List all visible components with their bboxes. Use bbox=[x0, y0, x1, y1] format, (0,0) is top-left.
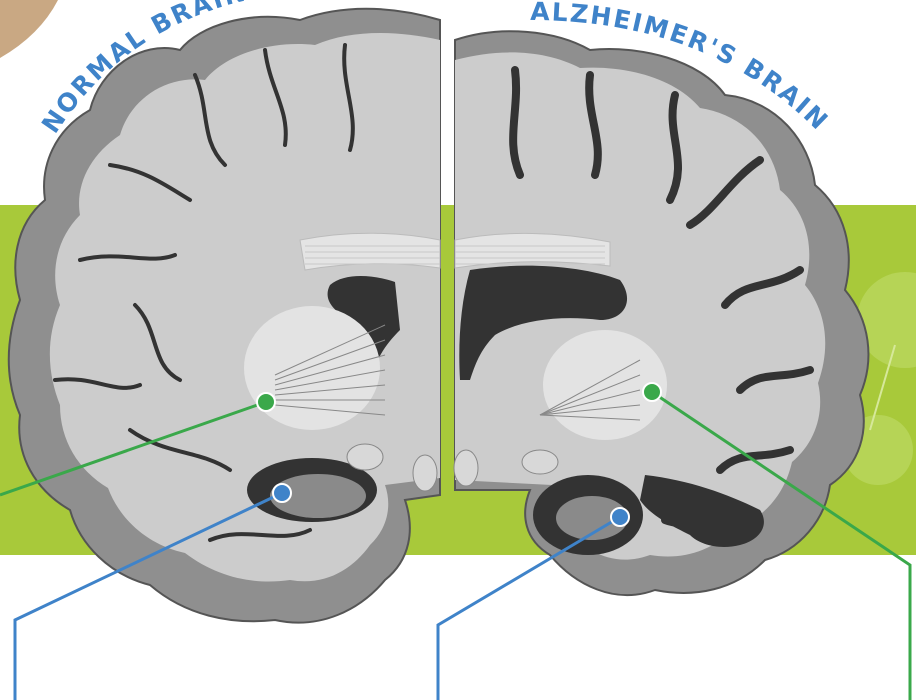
normal-basal-ganglia-marker bbox=[257, 393, 275, 411]
corner-decoration bbox=[0, 0, 58, 58]
normal-hippocampus-marker bbox=[273, 484, 291, 502]
alzheimers-small-nucleus bbox=[522, 450, 558, 474]
normal-small-nucleus bbox=[413, 455, 437, 491]
alzheimers-basal-ganglia-marker bbox=[643, 383, 661, 401]
alzheimers-small-nucleus bbox=[454, 450, 478, 486]
normal-small-nucleus bbox=[347, 444, 383, 470]
alzheimers-hippocampus-marker bbox=[611, 508, 629, 526]
